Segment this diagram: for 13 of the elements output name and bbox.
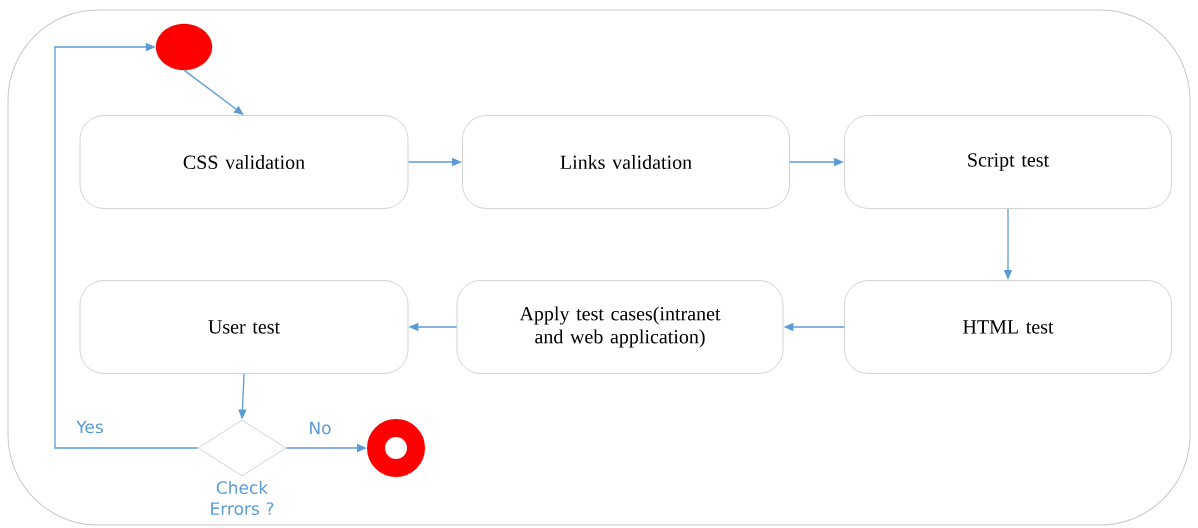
start-node	[155, 23, 213, 71]
process-box: Links validation	[462, 115, 790, 209]
edge-label: Yes	[75, 419, 105, 435]
decision-diamond	[197, 419, 287, 477]
end-node	[367, 419, 425, 477]
process-box: Apply test cases(intranet and web application)	[456, 280, 784, 374]
decision-label: Check Errors ?	[211, 480, 274, 516]
process-box: Script test	[844, 115, 1172, 209]
process-box: CSS validation	[79, 115, 409, 209]
process-box: User test	[79, 280, 409, 374]
edge-label: No	[307, 420, 333, 436]
process-box: HTML test	[844, 280, 1172, 374]
arrow	[54, 42, 199, 449]
